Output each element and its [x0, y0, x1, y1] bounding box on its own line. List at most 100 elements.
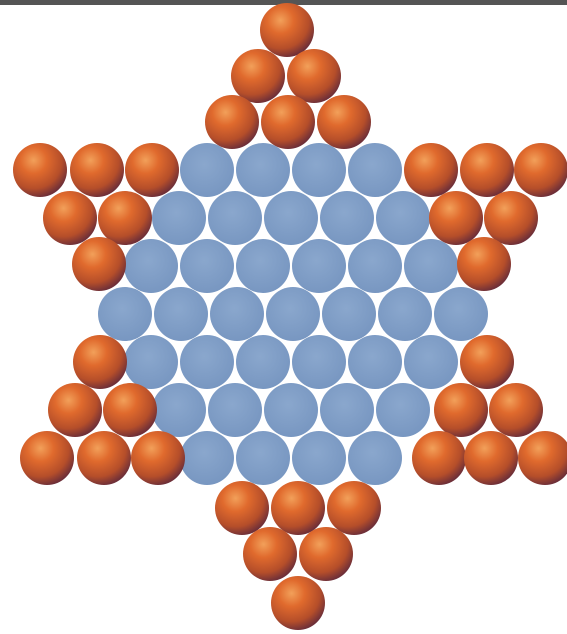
peg[interactable]	[72, 237, 126, 291]
peg[interactable]	[261, 95, 315, 149]
board-hole[interactable]	[124, 335, 178, 389]
board-hole[interactable]	[322, 287, 376, 341]
peg[interactable]	[317, 95, 371, 149]
board-hole[interactable]	[292, 431, 346, 485]
board-hole[interactable]	[180, 335, 234, 389]
peg[interactable]	[98, 191, 152, 245]
board-hole[interactable]	[320, 383, 374, 437]
board-hole[interactable]	[348, 335, 402, 389]
board-hole[interactable]	[376, 191, 430, 245]
peg-ball	[243, 527, 297, 581]
peg-ball	[271, 576, 325, 630]
peg-ball	[215, 481, 269, 535]
peg[interactable]	[460, 335, 514, 389]
peg-ball	[261, 95, 315, 149]
board-hole[interactable]	[264, 383, 318, 437]
peg[interactable]	[103, 383, 157, 437]
peg[interactable]	[287, 49, 341, 103]
peg[interactable]	[43, 191, 97, 245]
board-hole[interactable]	[208, 383, 262, 437]
peg[interactable]	[13, 143, 67, 197]
board-hole[interactable]	[236, 143, 290, 197]
peg[interactable]	[460, 143, 514, 197]
board-hole[interactable]	[320, 191, 374, 245]
board-hole[interactable]	[292, 143, 346, 197]
board-hole[interactable]	[348, 239, 402, 293]
peg[interactable]	[243, 527, 297, 581]
peg-ball	[98, 191, 152, 245]
board-hole[interactable]	[264, 191, 318, 245]
board-hole[interactable]	[208, 191, 262, 245]
peg-ball	[327, 481, 381, 535]
board-hole[interactable]	[210, 287, 264, 341]
peg-ball	[131, 431, 185, 485]
peg[interactable]	[412, 431, 466, 485]
peg[interactable]	[131, 431, 185, 485]
peg[interactable]	[260, 3, 314, 57]
peg[interactable]	[299, 527, 353, 581]
peg-ball	[73, 335, 127, 389]
peg[interactable]	[271, 576, 325, 630]
peg[interactable]	[125, 143, 179, 197]
peg[interactable]	[215, 481, 269, 535]
peg-ball	[43, 191, 97, 245]
peg[interactable]	[429, 191, 483, 245]
peg-ball	[464, 431, 518, 485]
peg-ball	[489, 383, 543, 437]
board-hole[interactable]	[98, 287, 152, 341]
board-hole[interactable]	[124, 239, 178, 293]
peg-ball	[429, 191, 483, 245]
peg[interactable]	[464, 431, 518, 485]
board-hole[interactable]	[236, 239, 290, 293]
board-hole[interactable]	[152, 191, 206, 245]
board-hole[interactable]	[292, 239, 346, 293]
peg-ball	[287, 49, 341, 103]
peg[interactable]	[457, 237, 511, 291]
peg[interactable]	[327, 481, 381, 535]
peg-ball	[484, 191, 538, 245]
peg-ball	[514, 143, 567, 197]
peg[interactable]	[518, 431, 567, 485]
peg[interactable]	[205, 95, 259, 149]
board-hole[interactable]	[404, 239, 458, 293]
board-hole[interactable]	[434, 287, 488, 341]
peg[interactable]	[77, 431, 131, 485]
board-hole[interactable]	[348, 431, 402, 485]
board-hole[interactable]	[404, 335, 458, 389]
peg-ball	[260, 3, 314, 57]
board-hole[interactable]	[180, 431, 234, 485]
peg-ball	[231, 49, 285, 103]
board-hole[interactable]	[236, 335, 290, 389]
peg[interactable]	[48, 383, 102, 437]
peg-ball	[72, 237, 126, 291]
peg[interactable]	[489, 383, 543, 437]
peg-ball	[299, 527, 353, 581]
board-hole[interactable]	[292, 335, 346, 389]
peg-ball	[48, 383, 102, 437]
peg[interactable]	[20, 431, 74, 485]
board-hole[interactable]	[152, 383, 206, 437]
board-hole[interactable]	[266, 287, 320, 341]
board-hole[interactable]	[236, 431, 290, 485]
peg[interactable]	[514, 143, 567, 197]
board-hole[interactable]	[180, 239, 234, 293]
peg-ball	[412, 431, 466, 485]
board-hole[interactable]	[154, 287, 208, 341]
board-hole[interactable]	[180, 143, 234, 197]
peg-ball	[125, 143, 179, 197]
board-hole[interactable]	[348, 143, 402, 197]
board-hole[interactable]	[378, 287, 432, 341]
peg[interactable]	[231, 49, 285, 103]
peg[interactable]	[404, 143, 458, 197]
board-hole[interactable]	[376, 383, 430, 437]
peg-ball	[103, 383, 157, 437]
peg[interactable]	[73, 335, 127, 389]
peg[interactable]	[70, 143, 124, 197]
peg[interactable]	[484, 191, 538, 245]
peg-ball	[70, 143, 124, 197]
peg[interactable]	[434, 383, 488, 437]
peg-ball	[518, 431, 567, 485]
peg[interactable]	[271, 481, 325, 535]
